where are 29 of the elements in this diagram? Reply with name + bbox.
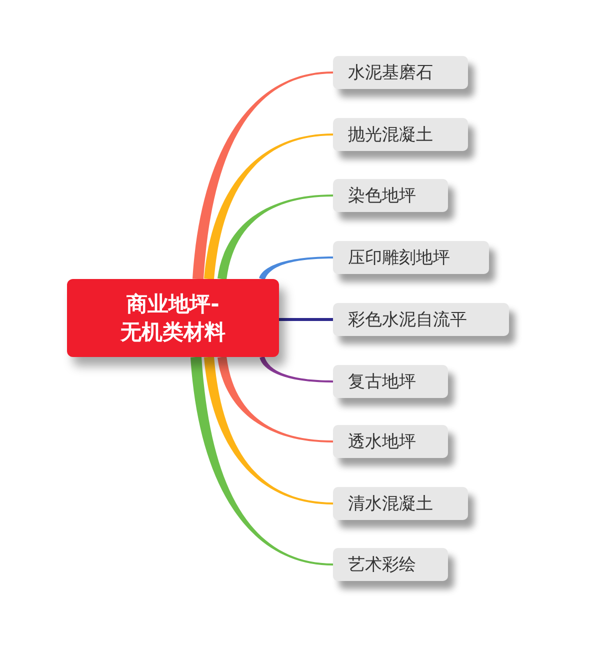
branch-line (192, 72, 333, 280)
branch-line (204, 356, 333, 504)
branch-line (259, 256, 333, 280)
branch-line (190, 356, 333, 566)
branch-line (260, 356, 333, 382)
subtopic-box (333, 365, 448, 398)
subtopic-box (333, 56, 468, 89)
subtopic-text: 清水混凝土 (348, 492, 433, 514)
branch-line (218, 194, 333, 280)
subtopic-box (333, 487, 468, 520)
subtopic-text: 复古地坪 (348, 370, 416, 392)
branch-line (218, 356, 333, 442)
subtopic-text: 染色地坪 (348, 184, 416, 206)
subtopic-text: 透水地坪 (348, 430, 416, 452)
subtopic-text: 艺术彩绘 (348, 554, 416, 576)
subtopic-box (333, 118, 468, 151)
central-topic-box (67, 279, 279, 357)
subtopic-box (333, 548, 448, 581)
subtopic-box (333, 303, 509, 336)
branch-line (279, 318, 333, 321)
central-topic-text: 商业地坪-无机类材料 (119, 291, 226, 346)
subtopic-text: 水泥基磨石 (348, 62, 433, 84)
subtopic-text: 压印雕刻地坪 (348, 246, 450, 268)
subtopic-text: 抛光混凝土 (348, 124, 433, 146)
subtopic-box (333, 241, 489, 274)
branch-line (204, 134, 333, 280)
subtopic-text: 彩色水泥自流平 (348, 308, 467, 330)
subtopic-box (333, 179, 448, 212)
subtopic-box (333, 425, 448, 458)
